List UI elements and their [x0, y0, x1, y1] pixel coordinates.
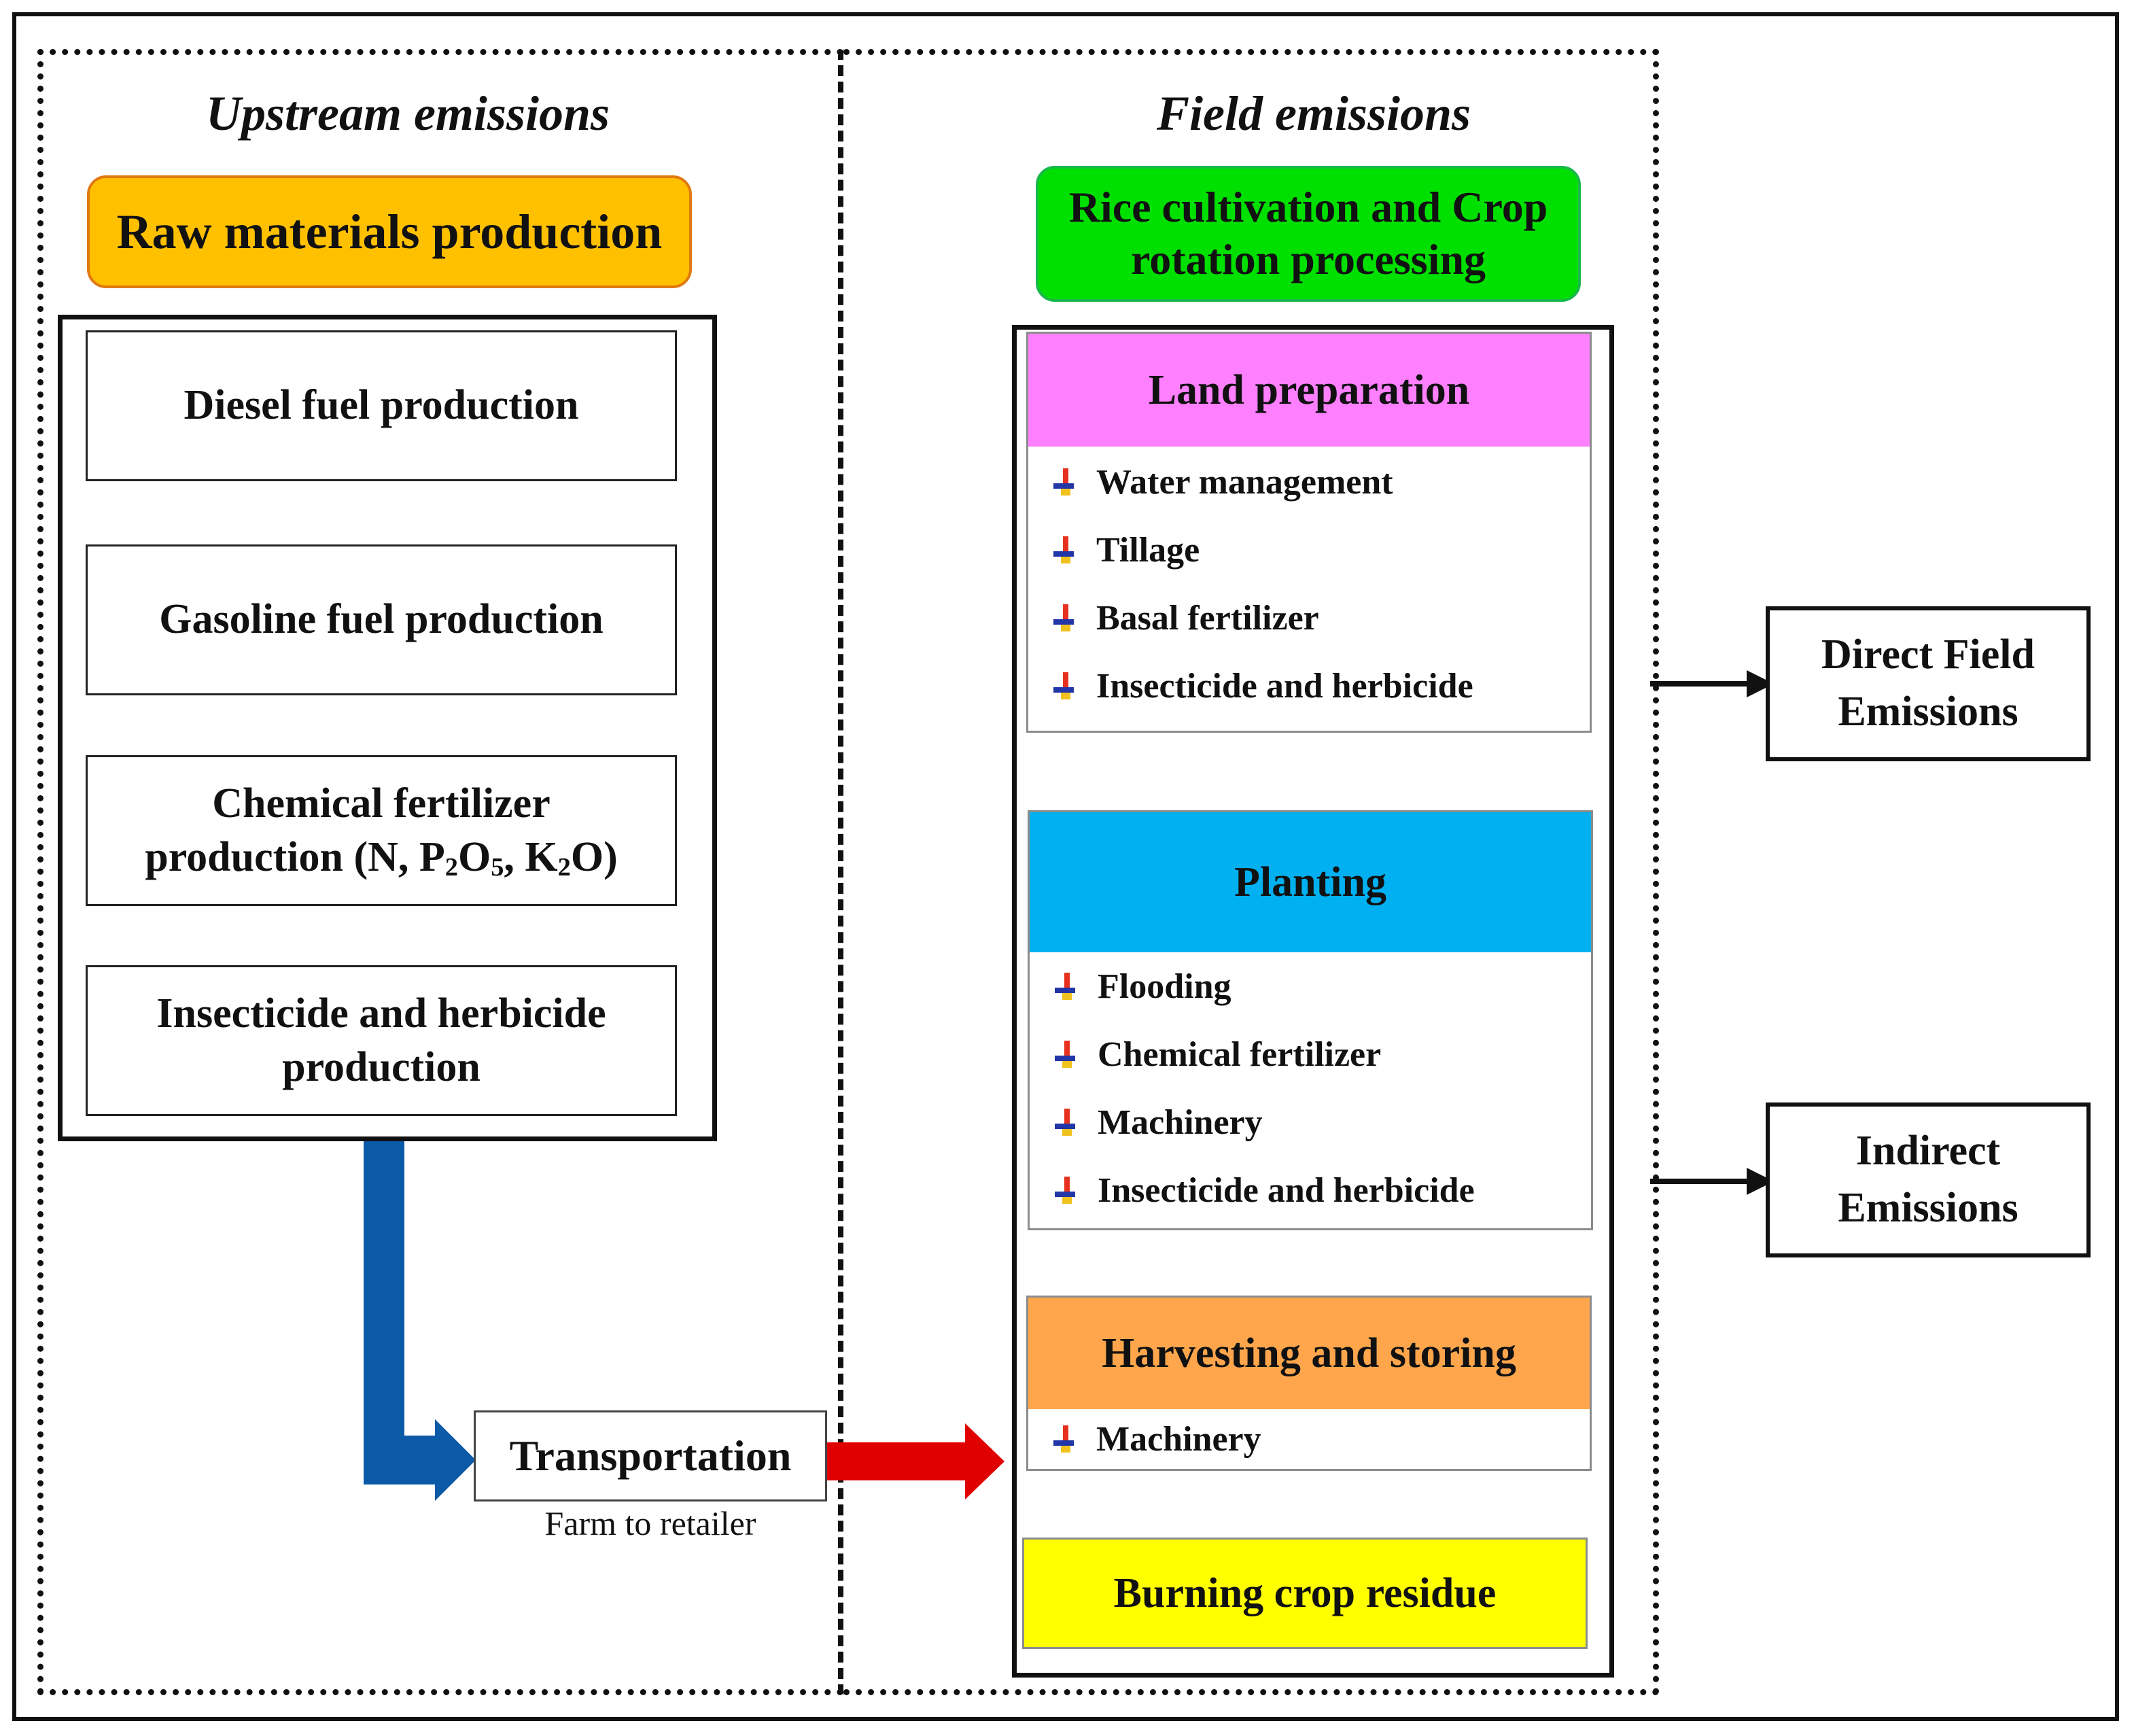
rice-cultivation-header: Rice cultivation and Crop rotation proce… — [1036, 166, 1581, 302]
rice-header-line2: rotation processing — [1130, 235, 1486, 283]
blue-flow-arrow — [364, 1141, 476, 1501]
diesel-production-box: Diesel fuel production — [86, 330, 677, 481]
upstream-region — [37, 49, 843, 1695]
raw-materials-header: Raw materials production — [87, 175, 692, 288]
insecticide-line1: Insecticide and herbicide — [156, 990, 606, 1037]
stage-title: Harvesting and storing — [1028, 1298, 1590, 1409]
list-item: Chemical fertilizer — [1030, 1020, 1591, 1088]
list-item: Basal fertilizer — [1028, 584, 1590, 652]
indirect-line2: Emissions — [1838, 1185, 2019, 1231]
list-item: Machinery — [1028, 1409, 1590, 1469]
field-region — [843, 49, 1659, 1695]
arrow-down-bullet-icon — [1053, 468, 1074, 496]
arrow-down-bullet-icon — [1053, 536, 1074, 563]
insecticide-production-box: Insecticide and herbicide production — [86, 965, 677, 1116]
arrow-down-bullet-icon — [1053, 672, 1074, 699]
burning-crop-residue-stage: Burning crop residue — [1022, 1538, 1588, 1649]
transportation-box: Transportation — [474, 1410, 827, 1501]
list-item: Machinery — [1030, 1088, 1591, 1156]
list-item: Insecticide and herbicide — [1030, 1156, 1591, 1224]
arrow-down-bullet-icon — [1055, 1109, 1075, 1136]
list-item: Insecticide and herbicide — [1028, 652, 1590, 720]
fertilizer-line2: production (N, P2O5, K2O) — [145, 834, 618, 882]
upstream-title: Upstream emissions — [205, 86, 610, 141]
arrow-right-icon — [1747, 1168, 1774, 1195]
list-item: Water management — [1028, 448, 1590, 516]
transport-caption: Farm to retailer — [544, 1504, 756, 1542]
arrow-down-bullet-icon — [1055, 973, 1075, 1000]
direct-line1: Direct Field — [1821, 631, 2035, 678]
red-flow-arrow — [826, 1423, 1004, 1499]
stage-title: Land preparation — [1028, 334, 1590, 447]
arrow-down-bullet-icon — [1055, 1041, 1075, 1068]
insecticide-line2: production — [282, 1044, 480, 1090]
arrow-right-icon — [1747, 670, 1774, 697]
rice-header-line1: Rice cultivation and Crop — [1068, 183, 1548, 232]
indirect-line1: Indirect — [1855, 1128, 2001, 1175]
arrow-down-bullet-icon — [1055, 1177, 1075, 1204]
list-item: Flooding — [1030, 952, 1591, 1020]
fertilizer-line1: Chemical fertilizer — [212, 780, 551, 827]
harvesting-stage: Harvesting and storing Machinery — [1026, 1296, 1592, 1471]
land-preparation-stage: Land preparation Water management Tillag… — [1026, 332, 1592, 733]
planting-stage: Planting Flooding Chemical fertilizer Ma… — [1028, 810, 1593, 1230]
indirect-emissions-box: Indirect Emissions — [1766, 1103, 2091, 1257]
list-item: Tillage — [1028, 516, 1590, 584]
fertilizer-production-box: Chemical fertilizer production (N, P2O5,… — [86, 755, 677, 906]
diagram-frame — [12, 12, 2119, 1721]
arrow-down-bullet-icon — [1053, 1425, 1074, 1453]
stage-title: Planting — [1030, 812, 1591, 952]
gasoline-production-box: Gasoline fuel production — [86, 544, 677, 695]
arrow-down-bullet-icon — [1053, 604, 1074, 631]
field-title: Field emissions — [1156, 86, 1471, 141]
direct-field-emissions-box: Direct Field Emissions — [1766, 606, 2091, 761]
direct-line2: Emissions — [1838, 689, 2019, 735]
